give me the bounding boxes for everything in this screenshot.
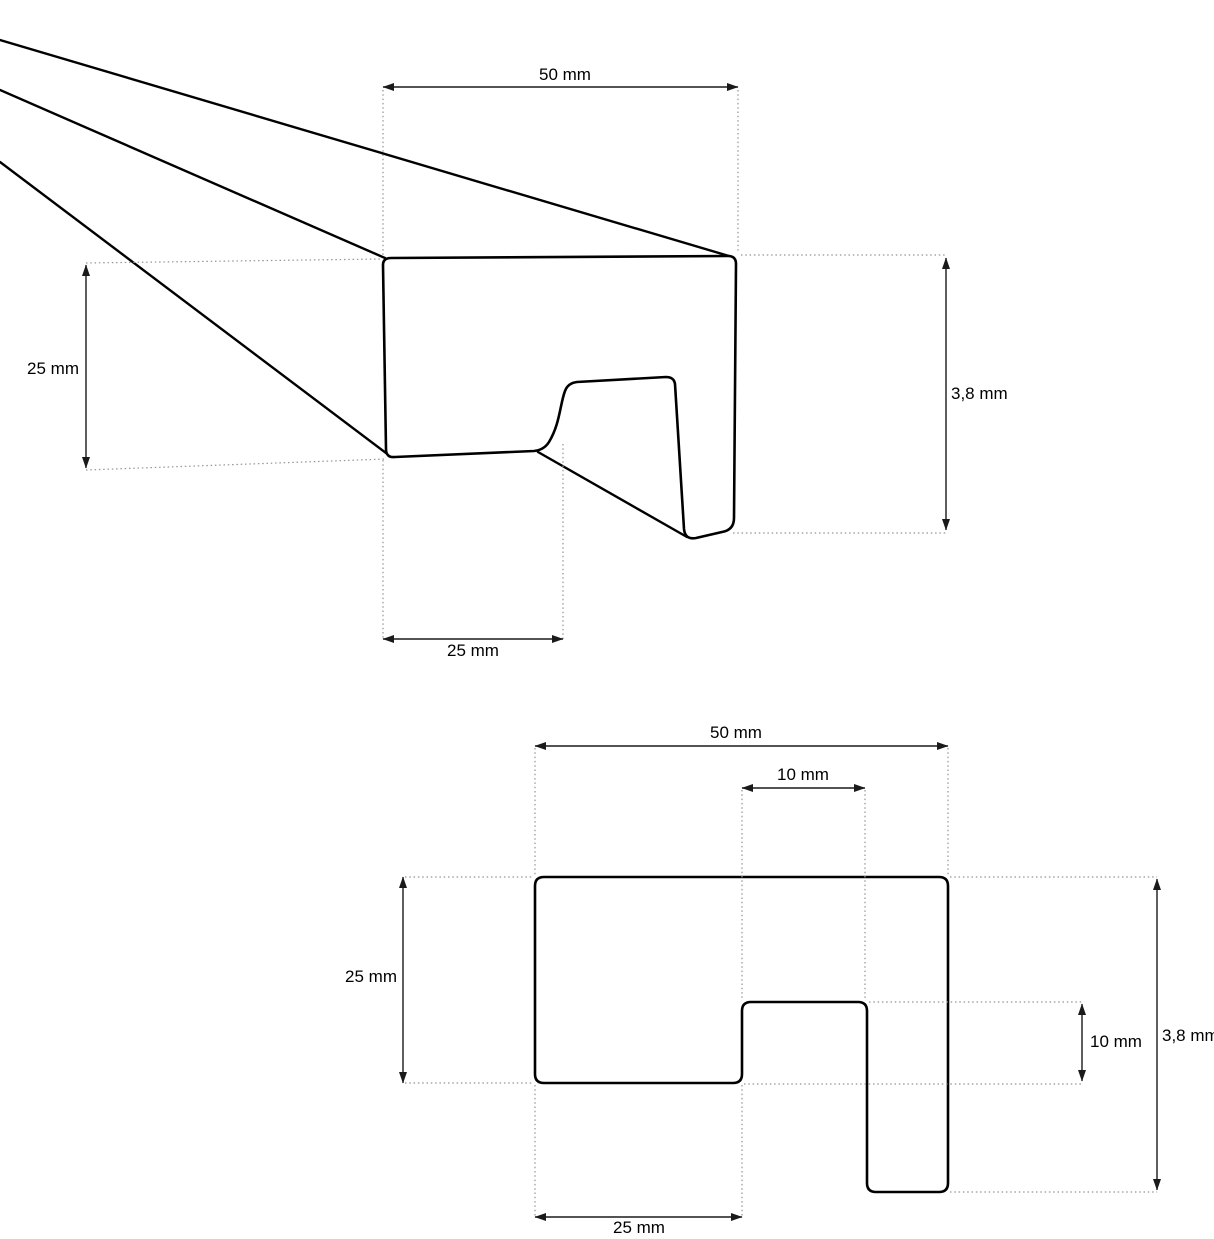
dim-section-notch-offset: 25 mm: [534, 1085, 743, 1237]
dim-section-leg-height: 3,8 mm: [950, 876, 1214, 1193]
profile-face: [381, 254, 738, 540]
dimension-label: 25 mm: [27, 359, 79, 378]
dim-section-notch-width: 10 mm: [741, 765, 866, 1000]
dim-perspective-leg-height: 3,8 mm: [733, 254, 1008, 534]
dim-perspective-notch-offset: 25 mm: [382, 444, 564, 660]
extrusion-edge-top-right: [0, 38, 731, 258]
guide-line: [85, 458, 387, 471]
dimension-label: 10 mm: [777, 765, 829, 784]
dim-section-width: 50 mm: [534, 723, 949, 875]
dimension-label: 50 mm: [539, 65, 591, 84]
dimension-label: 25 mm: [613, 1218, 665, 1237]
profile-section: [533, 875, 950, 1194]
extrusion-edge-top-left: [0, 88, 387, 260]
dimension-label: 10 mm: [1090, 1032, 1142, 1051]
cross-section-view: 50 mm 10 mm 25 mm 10 mm 3,8: [345, 723, 1214, 1237]
dim-section-notch-depth: 10 mm: [744, 1001, 1142, 1085]
dimension-label: 25 mm: [345, 967, 397, 986]
dim-perspective-width: 50 mm: [382, 65, 739, 256]
dimension-label: 3,8 mm: [1162, 1026, 1214, 1045]
dim-section-height: 25 mm: [345, 876, 533, 1084]
dim-perspective-height: 25 mm: [27, 258, 387, 471]
dimension-label: 25 mm: [447, 641, 499, 660]
dimension-label: 50 mm: [710, 723, 762, 742]
guide-line: [85, 258, 382, 264]
extrusion-edge-bottom-left: [0, 160, 388, 455]
dimension-label: 3,8 mm: [951, 384, 1008, 403]
perspective-view: 50 mm 25 mm 3,8 mm 25 mm: [0, 38, 1008, 660]
